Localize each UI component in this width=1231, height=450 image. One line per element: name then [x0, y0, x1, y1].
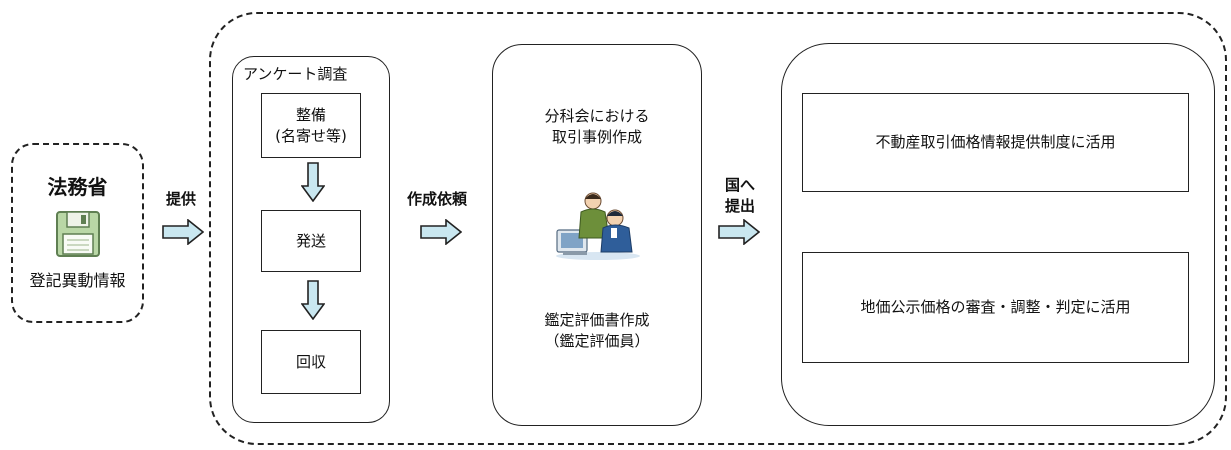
arrow-label-request: 作成依頼	[407, 190, 468, 208]
use-item-box: 地価公示価格の審査・調整・判定に活用	[802, 252, 1189, 363]
appraisal-top-text: 分科会における 取引事例作成	[544, 107, 650, 146]
two-people-at-computer-icon	[553, 190, 643, 266]
step-prepare-box: 整備 (名寄せ等)	[261, 93, 361, 158]
right-arrow-icon	[162, 219, 204, 245]
arrow-label-provide: 提供	[166, 190, 197, 208]
outer-dashed-group	[209, 12, 1227, 445]
down-arrow-icon	[301, 280, 325, 320]
source-box: 法務省 登記異動情報	[11, 143, 144, 323]
survey-title: アンケート調査	[243, 65, 348, 83]
appraisal-bottom-text: 鑑定評価書作成 （鑑定評価員）	[544, 311, 650, 350]
arrow-label-submit: 国へ 提出	[724, 176, 755, 215]
use-item-box: 不動産取引価格情報提供制度に活用	[802, 93, 1189, 192]
source-caption: 登記異動情報	[29, 270, 126, 290]
source-title: 法務省	[47, 174, 108, 199]
right-arrow-icon	[718, 219, 760, 245]
right-arrow-icon	[420, 219, 462, 245]
floppy-disk-icon	[55, 210, 101, 262]
step-send-box: 発送	[261, 210, 361, 272]
down-arrow-icon	[301, 162, 325, 202]
step-collect-box: 回収	[261, 330, 361, 394]
